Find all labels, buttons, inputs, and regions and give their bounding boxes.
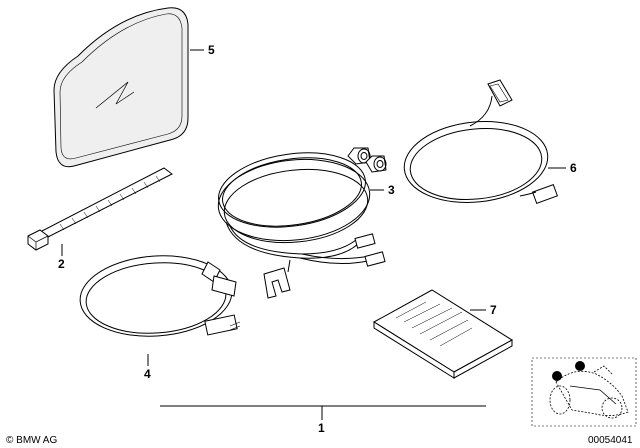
part-4-cable (77, 251, 240, 341)
callout-6: 6 (570, 161, 577, 175)
thumbnail-frame (531, 357, 637, 427)
callout-3: 3 (388, 183, 395, 197)
leader-lines (61, 49, 566, 420)
locator-thumbnail (531, 357, 637, 427)
locator-marker-front (552, 371, 562, 381)
part-6-cable (400, 80, 557, 209)
callout-7: 7 (490, 303, 497, 317)
diagram-number: 00054041 (588, 435, 633, 446)
copyright-text: © BMW AG (6, 435, 57, 446)
motorcycle-icon (549, 365, 629, 419)
part-2-cable-tie (28, 168, 172, 250)
locator-marker-rear (575, 361, 585, 371)
callout-2: 2 (58, 257, 65, 271)
callout-4: 4 (144, 367, 151, 381)
part-5-adhesive-pad (54, 8, 188, 167)
part-3-cable-harness (214, 144, 386, 298)
callout-1: 1 (318, 421, 325, 435)
callout-5: 5 (208, 43, 215, 57)
part-7-instructions (374, 290, 512, 378)
